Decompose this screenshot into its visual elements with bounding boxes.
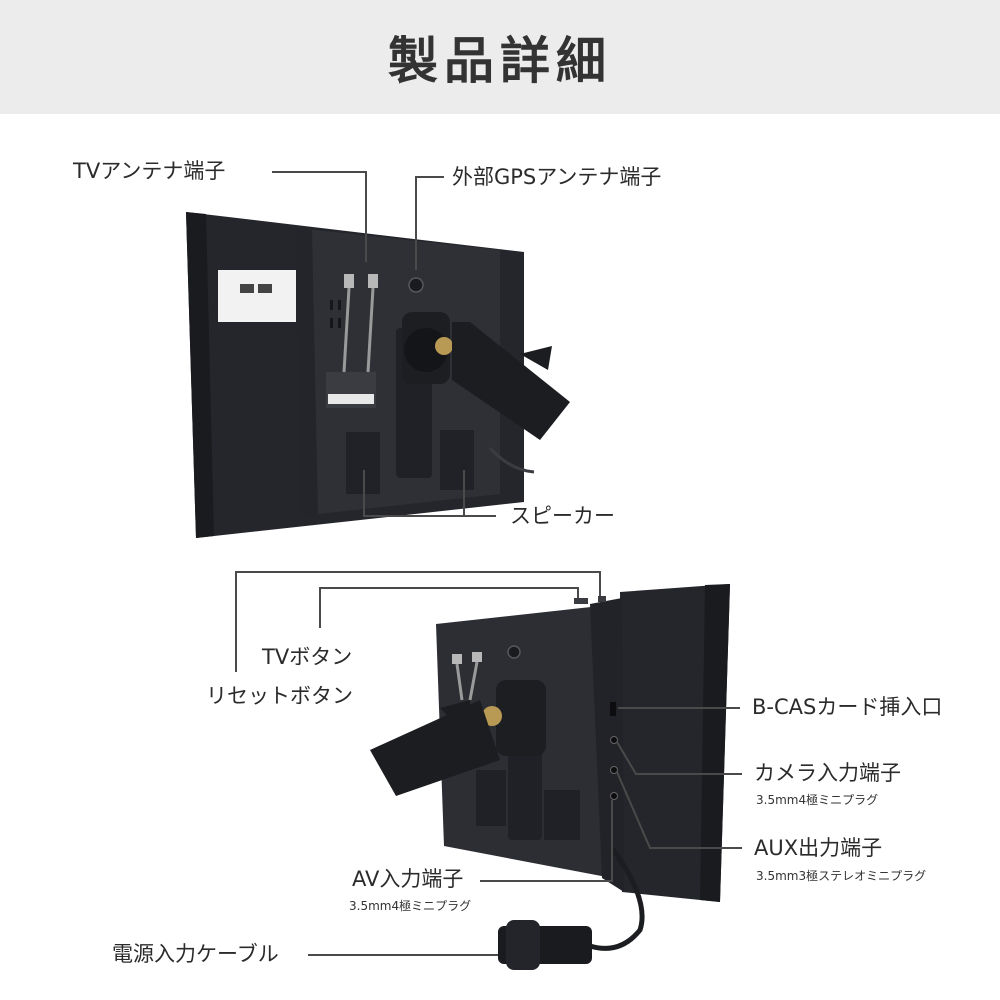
top-device-warning-sticker — [218, 270, 296, 322]
bottom-device — [370, 584, 730, 970]
label-camera-in-spec: 3.5mm4極ミニプラグ — [756, 793, 879, 807]
bcas-slot — [610, 702, 616, 716]
label-reset-button: リセットボタン — [206, 684, 353, 708]
power-cable — [589, 846, 645, 951]
top-device-speaker-grilles — [346, 430, 474, 494]
leader-lines — [235, 171, 742, 956]
top-device-vents — [330, 300, 341, 328]
bottom-device-mount — [370, 680, 546, 840]
top-device — [186, 212, 570, 538]
page-header: 製品詳細 — [0, 0, 1000, 114]
label-aux-out: AUX出力端子 — [754, 836, 883, 860]
label-aux-out-spec: 3.5mm3極ステレオミニプラグ — [756, 869, 927, 883]
label-power-cable: 電源入力ケーブル — [112, 942, 279, 966]
label-bcas-slot: B-CASカード挿入口 — [752, 695, 943, 719]
top-device-gps-port — [408, 277, 424, 293]
top-device-antenna-connectors — [342, 274, 378, 373]
label-tv-antenna: TVアンテナ端子 — [73, 159, 226, 183]
reset-button-shape — [598, 596, 606, 602]
bottom-device-side-strip — [590, 598, 624, 892]
camera-in-port — [610, 736, 618, 744]
av-in-port — [610, 792, 618, 800]
label-gps-antenna: 外部GPSアンテナ端子 — [452, 165, 662, 189]
label-speaker: スピーカー — [510, 504, 615, 528]
label-av-in-spec: 3.5mm4極ミニプラグ — [349, 899, 472, 913]
tv-button-shape — [574, 598, 588, 604]
aux-out-port — [610, 766, 618, 774]
label-camera-in: カメラ入力端子 — [754, 761, 901, 785]
top-device-mount — [396, 312, 570, 478]
page-title: 製品詳細 — [388, 32, 612, 90]
label-tv-button: TVボタン — [262, 645, 353, 669]
label-av-in: AV入力端子 — [352, 867, 464, 891]
